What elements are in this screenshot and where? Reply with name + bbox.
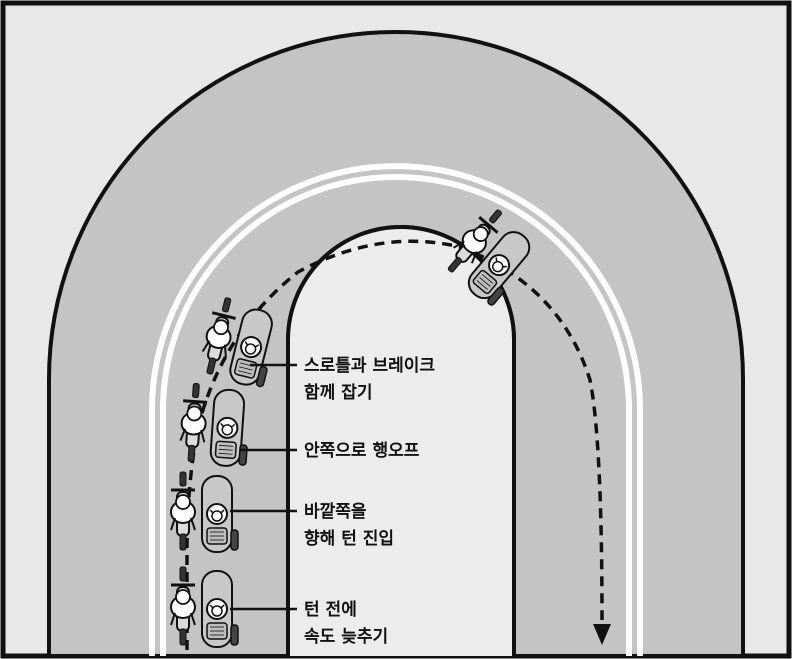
lane-line-outer bbox=[149, 163, 643, 656]
label-step-4-line-2: 함께 잡기 bbox=[304, 382, 372, 403]
label-step-2-line-2: 향해 턴 진입 bbox=[304, 528, 394, 549]
lane-line-inner bbox=[160, 174, 632, 656]
label-step-1-line-2: 속도 늦추기 bbox=[304, 627, 388, 647]
arrow-head-icon bbox=[593, 624, 611, 645]
label-step-3-line-1: 안쪽으로 행오프 bbox=[304, 441, 420, 461]
motorcycle-sidecar-icon bbox=[169, 565, 240, 649]
label-step-4-line-1: 스로틀과 브레이크 bbox=[304, 356, 435, 376]
label-step-2-line-1: 바깥쪽을 bbox=[304, 502, 367, 522]
motorcycle-sidecar-icon bbox=[169, 470, 240, 554]
track-infield bbox=[286, 225, 516, 656]
label-step-1-line-1: 턴 전에 bbox=[304, 600, 357, 620]
